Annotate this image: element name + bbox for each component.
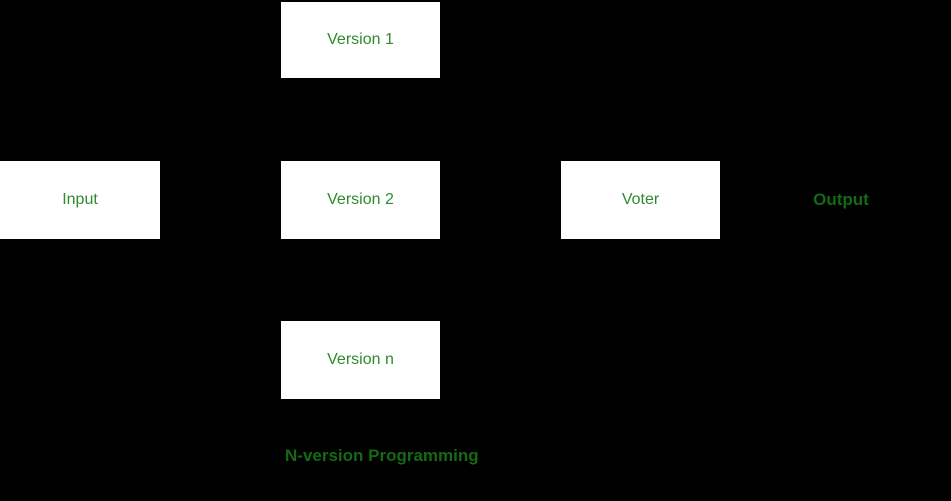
version-2-box: Version 2 [281, 161, 440, 239]
voter-label: Voter [621, 191, 660, 208]
voter-box: Voter [561, 161, 720, 239]
version-n-box: Version n [281, 321, 440, 399]
version-2-label: Version 2 [327, 191, 394, 208]
input-label: Input [62, 191, 98, 208]
output-label: Output [813, 190, 869, 209]
diagram-caption: N-version Programming [285, 446, 479, 465]
input-box: Input [0, 161, 160, 239]
version-1-box: Version 1 [281, 2, 440, 78]
version-1-label: Version 1 [327, 31, 394, 48]
version-n-label: Version n [327, 351, 394, 368]
